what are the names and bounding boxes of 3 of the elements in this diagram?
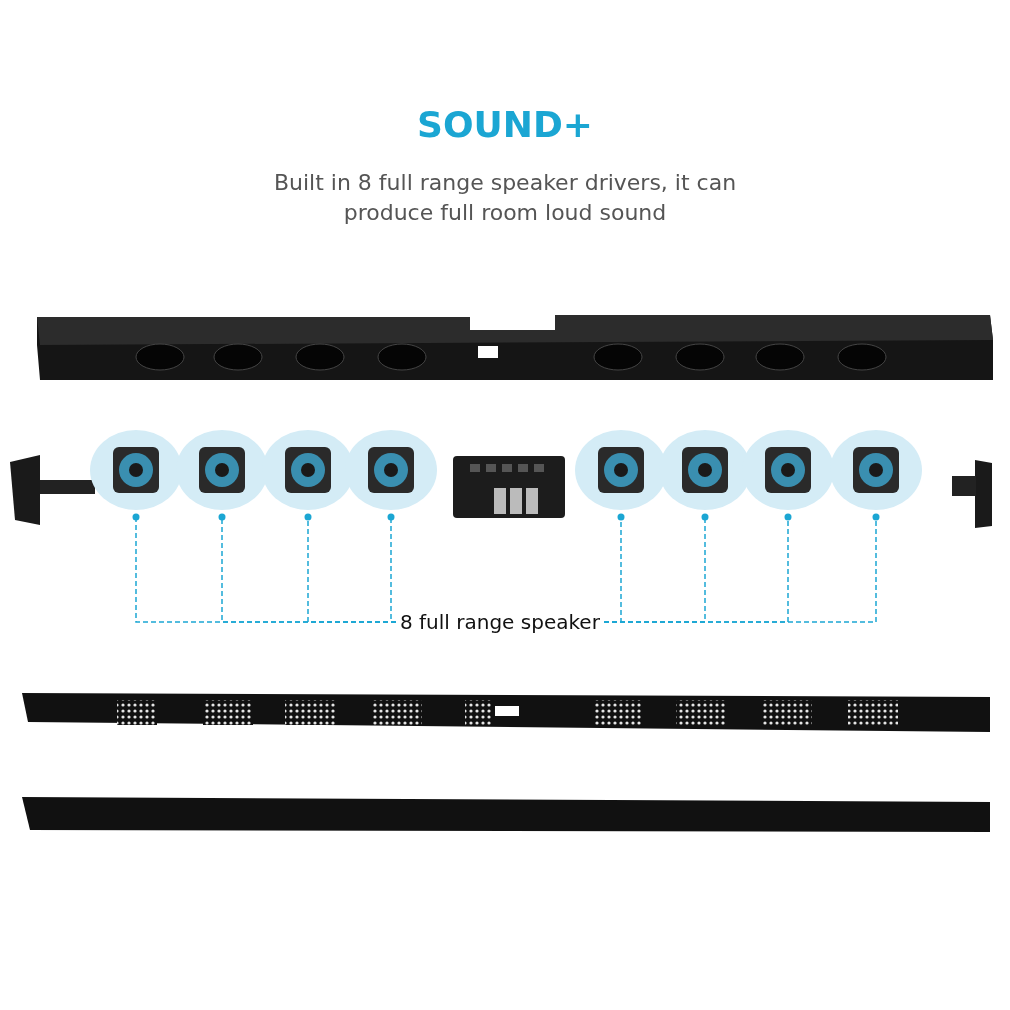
leader-line [387,513,397,623]
heading: SOUND+ [416,104,594,145]
subheading: Built in 8 full range speaker drivers, it can produce full room loud sound [272,169,738,227]
